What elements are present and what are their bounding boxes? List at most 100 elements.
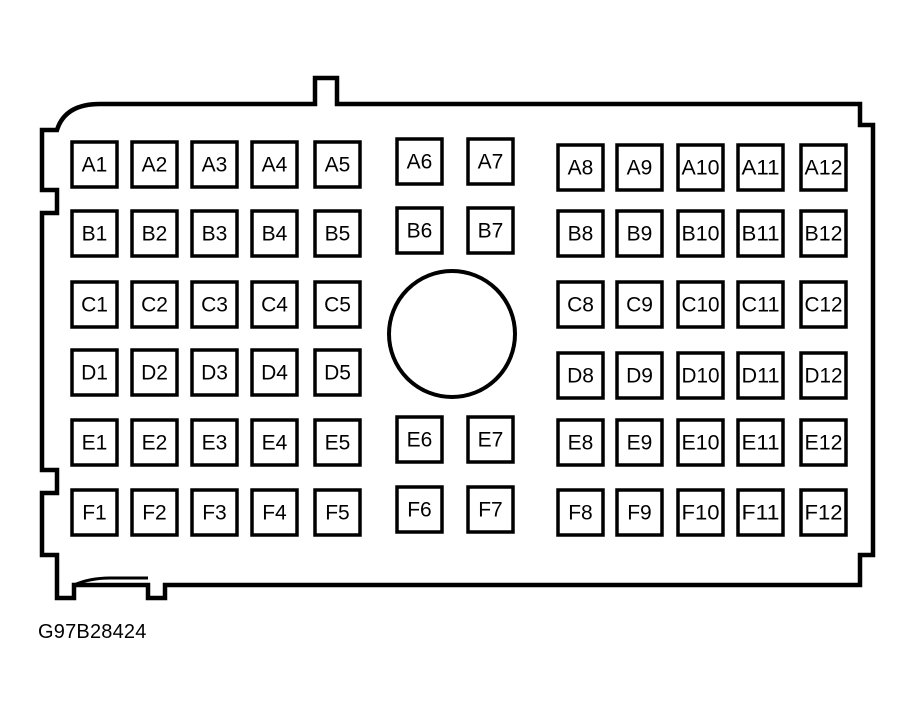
pin-box: [130, 488, 179, 537]
pin-label: E5: [325, 432, 351, 455]
pin-cavity-d10: D10: [676, 351, 725, 400]
pin-cavity-d2: D2: [130, 348, 179, 397]
pin-cavity-a11: A11: [736, 143, 785, 192]
pin-cavity-c4: C4: [250, 280, 299, 329]
pin-label: A2: [142, 154, 168, 177]
pin-cavity-b6: B6: [395, 206, 444, 255]
pin-cavity-d11: D11: [736, 351, 785, 400]
pin-label: C4: [261, 294, 288, 317]
pin-cavity-b4: B4: [250, 209, 299, 258]
pin-box: [190, 280, 239, 329]
pin-cavity-c12: C12: [799, 280, 848, 329]
pin-box: [556, 143, 605, 192]
pin-label: B3: [202, 223, 228, 246]
pin-cavity-a9: A9: [615, 143, 664, 192]
pin-box: [190, 488, 239, 537]
pin-cavity-d1: D1: [70, 348, 119, 397]
pin-cavity-f2: F2: [130, 488, 179, 537]
pin-cavity-e9: E9: [615, 418, 664, 467]
pin-label: C9: [626, 294, 653, 317]
pin-cavity-c1: C1: [70, 280, 119, 329]
pin-cavity-f11: F11: [736, 488, 785, 537]
pin-box: [395, 206, 444, 255]
pin-box: [615, 488, 664, 537]
pin-box: [313, 140, 362, 189]
pin-label: C11: [742, 294, 780, 317]
pin-label: F9: [627, 502, 652, 525]
pin-box: [556, 280, 605, 329]
pin-box: [395, 137, 444, 186]
pin-label: A9: [627, 157, 653, 180]
pin-box: [70, 280, 119, 329]
pin-cavity-e5: E5: [313, 418, 362, 467]
pin-cavity-b10: B10: [676, 209, 725, 258]
pin-box: [799, 280, 848, 329]
pin-box: [556, 209, 605, 258]
pin-label: F1: [82, 502, 107, 525]
pin-label: F2: [142, 502, 167, 525]
pin-cavity-e6: E6: [395, 415, 444, 464]
pin-box: [313, 488, 362, 537]
pin-box: [466, 206, 515, 255]
pin-cavity-c8: C8: [556, 280, 605, 329]
connector-housing-outline: [39, 75, 876, 601]
pin-cavity-b11: B11: [736, 209, 785, 258]
pin-cavity-e7: E7: [466, 415, 515, 464]
pin-cavity-e8: E8: [556, 418, 605, 467]
pin-box: [736, 351, 785, 400]
housing-latch-detail: [73, 576, 148, 587]
pin-box: [676, 280, 725, 329]
pin-cavity-e1: E1: [70, 418, 119, 467]
pin-cavity-c9: C9: [615, 280, 664, 329]
pin-label: F8: [568, 502, 593, 525]
pin-label: E6: [407, 429, 433, 452]
pin-label: A10: [682, 157, 720, 180]
pin-box: [190, 209, 239, 258]
pin-cavity-b8: B8: [556, 209, 605, 258]
pin-box: [676, 143, 725, 192]
pin-label: F4: [262, 502, 287, 525]
pin-box: [250, 280, 299, 329]
pin-cavity-c11: C11: [736, 280, 785, 329]
pin-box: [250, 418, 299, 467]
pin-cavity-c10: C10: [676, 280, 725, 329]
pin-cavity-f6: F6: [395, 485, 444, 534]
pin-label: A6: [407, 151, 433, 174]
pin-label: E4: [262, 432, 288, 455]
pin-label: B9: [627, 223, 653, 246]
pin-cavity-f3: F3: [190, 488, 239, 537]
pin-box: [313, 418, 362, 467]
pin-label: D5: [324, 362, 351, 385]
pin-box: [70, 209, 119, 258]
pin-box: [676, 488, 725, 537]
pin-cavity-a2: A2: [130, 140, 179, 189]
pin-cavity-d3: D3: [190, 348, 239, 397]
pin-cavity-d9: D9: [615, 351, 664, 400]
pin-box: [70, 140, 119, 189]
pin-cavity-f1: F1: [70, 488, 119, 537]
pin-label: F3: [202, 502, 227, 525]
pin-cavity-d5: D5: [313, 348, 362, 397]
pin-cavity-a8: A8: [556, 143, 605, 192]
pin-box: [130, 280, 179, 329]
pin-label: A8: [568, 157, 594, 180]
pin-label: E10: [682, 432, 720, 455]
pin-cavity-e10: E10: [676, 418, 725, 467]
pin-cavity-e11: E11: [736, 418, 785, 467]
pin-box: [736, 488, 785, 537]
pin-label: F10: [682, 502, 720, 525]
pin-label: E9: [627, 432, 653, 455]
pin-box: [799, 143, 848, 192]
pin-label: D10: [682, 365, 720, 388]
pin-label: B8: [568, 223, 594, 246]
pin-label: B2: [142, 223, 168, 246]
pin-label: B7: [478, 220, 504, 243]
pin-cavity-d12: D12: [799, 351, 848, 400]
pin-label: B12: [805, 223, 843, 246]
pin-box: [190, 418, 239, 467]
pin-label: A12: [805, 157, 843, 180]
pin-cavity-e4: E4: [250, 418, 299, 467]
pin-box: [313, 348, 362, 397]
pin-label: A1: [82, 154, 108, 177]
